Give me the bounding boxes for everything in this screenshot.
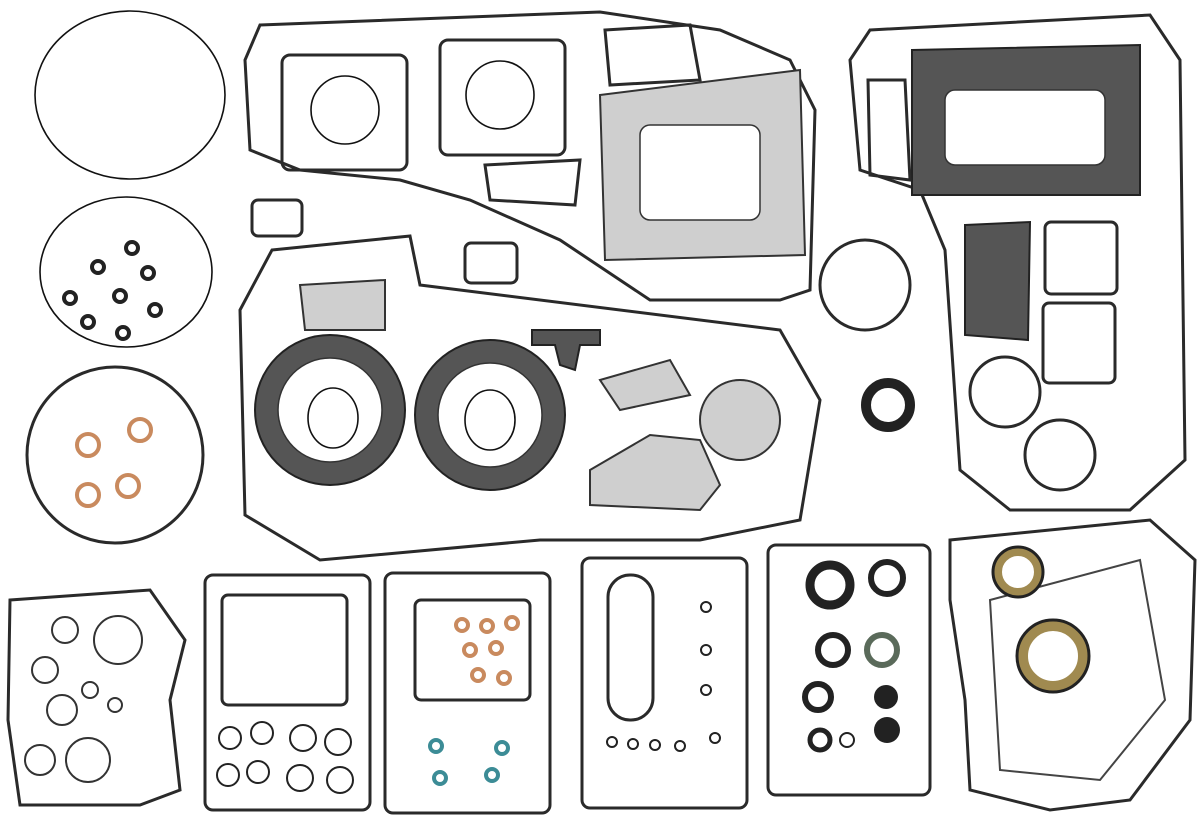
cover-gasket-round [818, 238, 912, 332]
oil-seal-medium [994, 548, 1042, 596]
oil-seal [861, 378, 915, 432]
o-ring-set [39, 196, 213, 348]
right-cover-gasket [848, 13, 1187, 512]
rocker-kit-card [203, 573, 372, 812]
square-seal [463, 241, 519, 285]
pump-gasket [964, 220, 1032, 342]
rubber-plug [874, 717, 900, 743]
oil-seal-large [1018, 621, 1088, 691]
primary-cover-gasket-outer [243, 10, 817, 302]
flange-gasket [298, 278, 386, 331]
transmission-cover-gasket [948, 518, 1197, 812]
flange-gasket [598, 358, 692, 412]
square-gasket [1041, 301, 1117, 385]
tappet-gasket [866, 78, 912, 182]
round-gasket [1023, 418, 1097, 492]
square-seal [250, 198, 304, 238]
breather-gasket [483, 158, 582, 207]
tappet-kit-card [580, 556, 749, 810]
oil-seal-kit-card [766, 543, 932, 797]
cover-gasket-sheet [699, 379, 781, 461]
large-o-ring [34, 10, 226, 180]
bracket-gasket [531, 329, 601, 372]
cover-gasket-sheet [589, 433, 722, 512]
square-gasket [1043, 220, 1119, 296]
pushrod-kit-card [383, 571, 552, 815]
derby-cover-gasket [25, 365, 205, 545]
cam-cover-gasket [6, 588, 187, 807]
cylinder-head-gaskets [254, 334, 566, 491]
cam-gasket-small [603, 23, 702, 87]
primary-inner-gasket [238, 234, 822, 562]
round-gasket [968, 355, 1042, 429]
cylinder-base-gaskets [280, 38, 567, 172]
rubber-plug [874, 685, 898, 709]
